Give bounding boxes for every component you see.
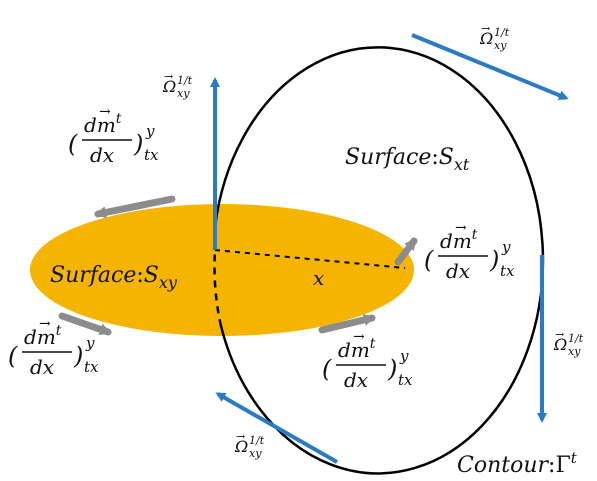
contour-hidden-dashed bbox=[213, 249, 223, 327]
deriv-denominator: dx bbox=[344, 368, 368, 392]
surface-xy-colon: : bbox=[136, 263, 143, 288]
deriv-num-m: m bbox=[97, 113, 116, 137]
deriv-num-d: d bbox=[24, 325, 37, 349]
deriv-label-right: (dmt→dx)ytx bbox=[424, 220, 515, 283]
deriv-superscript: y bbox=[145, 122, 155, 140]
deriv-vec-mark: → bbox=[39, 316, 51, 332]
omega-superscript: 1/t bbox=[177, 74, 193, 87]
deriv-subscript: tx bbox=[398, 371, 413, 389]
deriv-vec-mark: → bbox=[99, 104, 111, 120]
deriv-num-sup: t bbox=[370, 336, 376, 352]
surface-xt-subscript: xt bbox=[454, 155, 470, 174]
deriv-num-sup: t bbox=[56, 323, 62, 339]
deriv-numerator: dmt bbox=[440, 227, 478, 253]
omega-symbol: Ω bbox=[162, 77, 176, 96]
contour-symbol: Γ bbox=[555, 453, 570, 478]
deriv-open-paren: ( bbox=[8, 342, 18, 370]
deriv-num-sup: t bbox=[116, 111, 122, 127]
radius-dashed-line bbox=[214, 249, 406, 269]
omega-subscript: xy bbox=[494, 39, 507, 52]
deriv-num-d: d bbox=[440, 229, 453, 253]
surface-xt-word: Surface bbox=[345, 145, 431, 170]
deriv-label-left: (dmt→dx)ytx bbox=[8, 316, 99, 379]
deriv-num-m: m bbox=[351, 338, 370, 362]
tangent-arrow-right bbox=[394, 237, 418, 266]
omega-symbol: Ω bbox=[234, 437, 248, 456]
surface-xy-label: Surface:Sxy bbox=[50, 263, 178, 292]
omega-vec-mark: → bbox=[236, 430, 245, 443]
deriv-close-paren: ) bbox=[73, 342, 83, 370]
surface-xy-symbol: S bbox=[144, 263, 159, 288]
deriv-open-paren: ( bbox=[68, 130, 78, 158]
deriv-close-paren: ) bbox=[489, 246, 499, 274]
omega-vec-mark: → bbox=[555, 328, 564, 341]
omega-subscript: xy bbox=[568, 345, 581, 358]
deriv-numerator: dmt bbox=[338, 336, 376, 362]
omega-arrow-bottom-left bbox=[215, 392, 338, 464]
deriv-subscript: tx bbox=[144, 146, 159, 164]
deriv-open-paren: ( bbox=[322, 355, 332, 383]
contour-ellipse bbox=[213, 46, 545, 475]
deriv-denominator: dx bbox=[90, 143, 114, 167]
surface-xt-colon: : bbox=[431, 145, 438, 170]
omega-arrow-top-right bbox=[411, 33, 569, 100]
deriv-open-paren: ( bbox=[424, 246, 434, 274]
omega-subscript: xy bbox=[249, 447, 262, 460]
surface-xt-label: Surface:Sxt bbox=[345, 145, 470, 174]
deriv-denominator: dx bbox=[30, 355, 54, 379]
deriv-label-top-left: (dmt→dx)ytx bbox=[68, 104, 159, 167]
deriv-numerator: dmt bbox=[84, 111, 122, 137]
deriv-numerator: dmt bbox=[24, 323, 62, 349]
deriv-superscript: y bbox=[501, 238, 511, 256]
omega-superscript: 1/t bbox=[249, 434, 265, 447]
tangent-arrow-left bbox=[58, 312, 112, 336]
deriv-close-paren: ) bbox=[133, 130, 143, 158]
deriv-num-sup: t bbox=[472, 227, 478, 243]
omega-vec-mark: → bbox=[164, 70, 173, 83]
deriv-subscript: tx bbox=[500, 262, 515, 280]
surface-xy-disk bbox=[30, 204, 414, 336]
deriv-vec-mark: → bbox=[353, 329, 365, 345]
deriv-superscript: y bbox=[399, 347, 409, 365]
deriv-vec-mark: → bbox=[455, 220, 467, 236]
deriv-label-bottom: (dmt→dx)ytx bbox=[322, 329, 413, 392]
tangent-arrow-bottom bbox=[318, 314, 376, 334]
contour-label: Contour:Γt bbox=[457, 449, 578, 478]
deriv-num-d: d bbox=[338, 338, 351, 362]
omega-symbol: Ω bbox=[553, 335, 567, 354]
deriv-num-m: m bbox=[453, 229, 472, 253]
deriv-denominator: dx bbox=[446, 259, 470, 283]
deriv-close-paren: ) bbox=[387, 355, 397, 383]
deriv-num-m: m bbox=[37, 325, 56, 349]
contour-word: Contour bbox=[457, 453, 550, 478]
surface-xt-symbol: S bbox=[439, 145, 454, 170]
omega-subscript: xy bbox=[177, 87, 190, 100]
deriv-subscript: tx bbox=[84, 358, 99, 376]
contour-superscript: t bbox=[571, 449, 578, 467]
omega-vec-mark: → bbox=[481, 22, 490, 35]
radius-label: x bbox=[313, 266, 324, 290]
contour-colon: : bbox=[548, 453, 555, 478]
omega-symbol: Ω bbox=[479, 29, 493, 48]
omega-superscript: 1/t bbox=[494, 26, 510, 39]
omega-superscript: 1/t bbox=[568, 332, 584, 345]
surface-xy-subscript: xy bbox=[159, 273, 178, 292]
deriv-num-d: d bbox=[84, 113, 97, 137]
tangent-arrow-top bbox=[94, 195, 176, 219]
surface-xy-word: Surface bbox=[50, 263, 136, 288]
deriv-superscript: y bbox=[85, 334, 95, 352]
derivative-labels: (dmt→dx)ytx(dmt→dx)ytx(dmt→dx)ytx(dmt→dx… bbox=[8, 104, 515, 392]
